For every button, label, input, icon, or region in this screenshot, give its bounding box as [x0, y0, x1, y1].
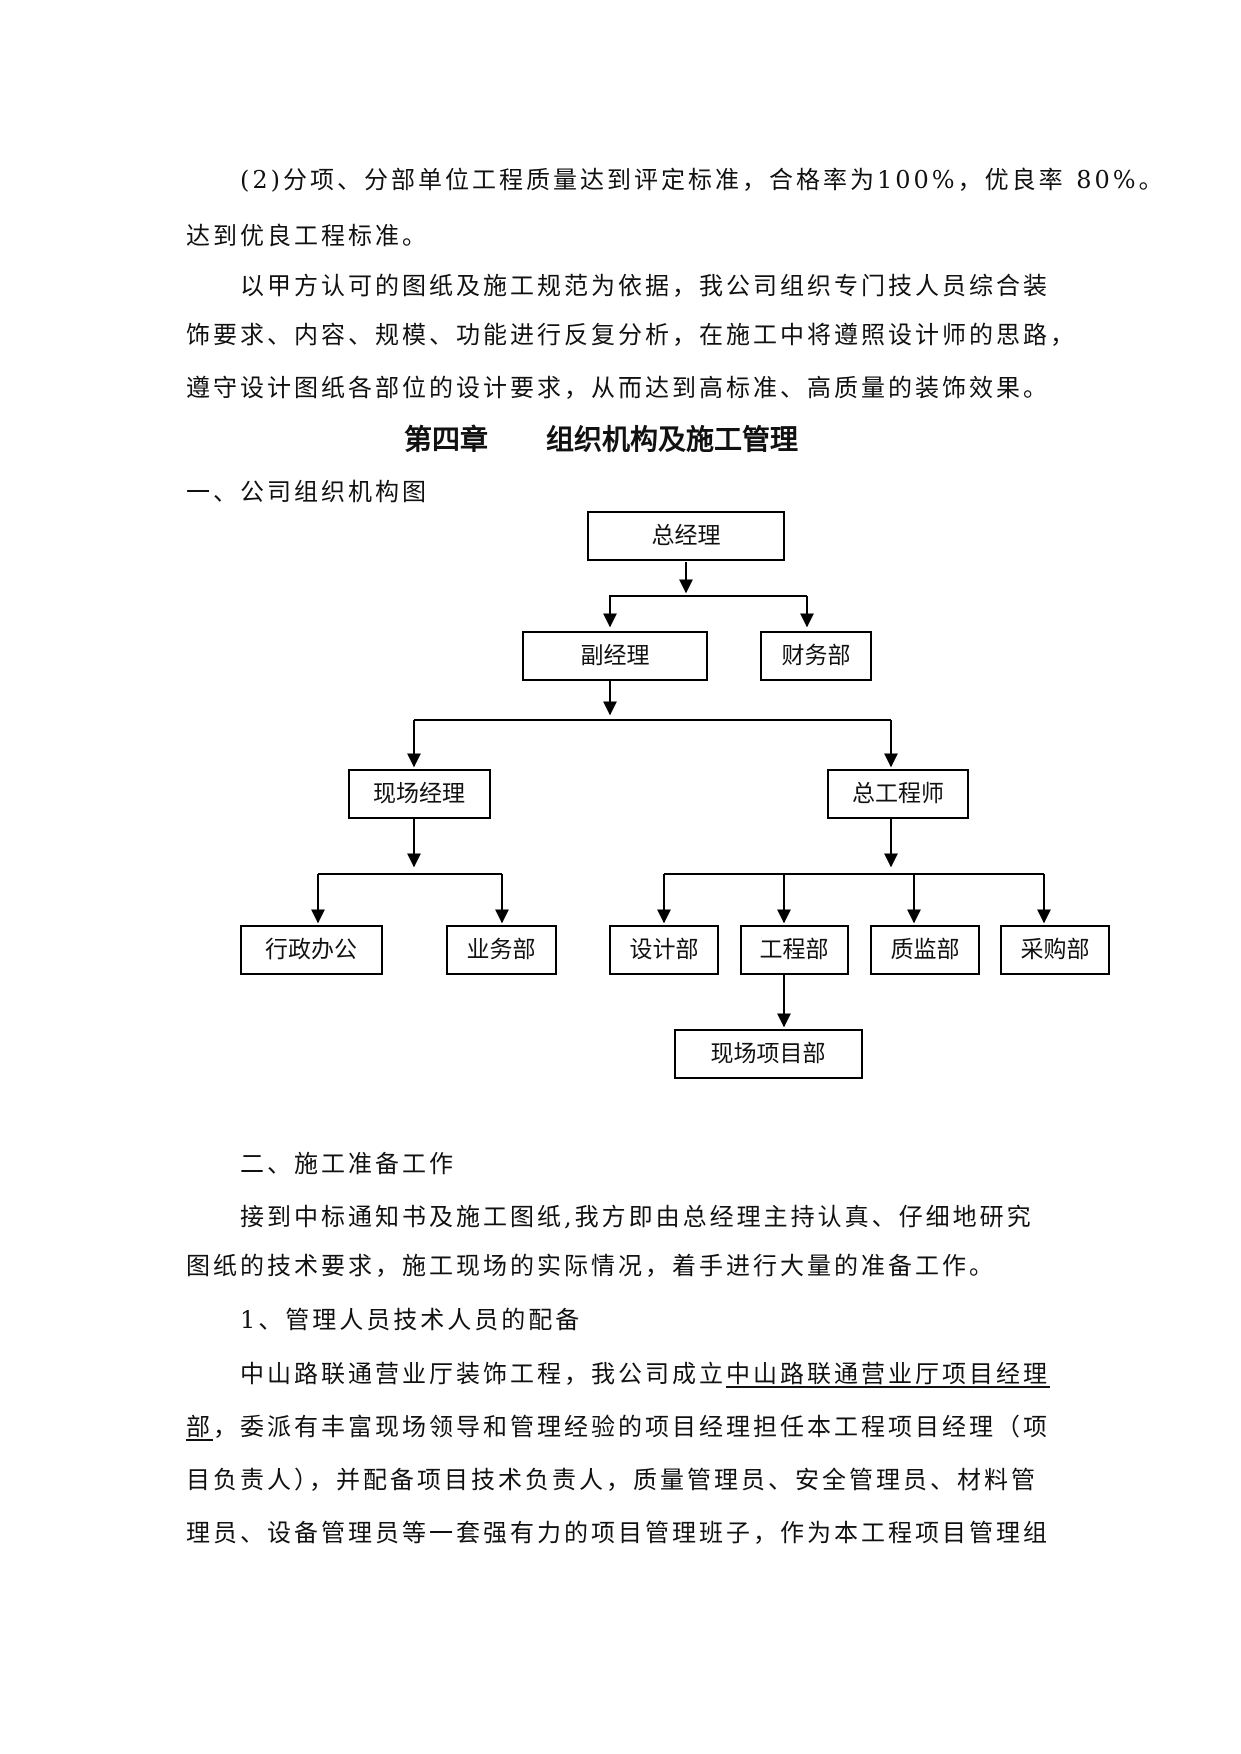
svg-text:总经理: 总经理 — [652, 523, 721, 549]
paragraph-line: 图纸的技术要求，施工现场的实际情况，着手进行大量的准备工作。 — [186, 1252, 996, 1280]
paragraph-line: 接到中标通知书及施工图纸,我方即由总经理主持认真、仔细地研究 — [240, 1203, 1034, 1231]
svg-text:行政办公: 行政办公 — [265, 937, 357, 963]
connectors — [311, 562, 1051, 1028]
svg-text:现场经理: 现场经理 — [373, 781, 465, 807]
chapter-title: 组织机构及施工管理 — [546, 423, 799, 456]
svg-text:采购部: 采购部 — [1021, 937, 1090, 963]
paragraph-line: 以甲方认可的图纸及施工规范为依据，我公司组织专门技人员综合装 — [240, 272, 1050, 300]
text-run: 中山路联通营业厅装饰工程，我公司成立 — [240, 1360, 726, 1388]
subsection-heading: 1、管理人员技术人员的配备 — [240, 1306, 583, 1334]
org-node-design-dept: 设计部 — [609, 925, 719, 975]
underlined-text: 中山路联通营业厅项目经理 — [726, 1360, 1050, 1388]
org-node-deputy-manager: 副经理 — [522, 631, 708, 681]
org-node-site-manager: 现场经理 — [348, 769, 491, 819]
org-node-finance-dept: 财务部 — [760, 631, 872, 681]
org-node-admin-office: 行政办公 — [240, 925, 383, 975]
chapter-number: 第四章 — [404, 423, 489, 456]
paragraph-line: 理员、设备管理员等一套强有力的项目管理班子，作为本工程项目管理组 — [186, 1519, 1050, 1547]
paragraph-line: 部，委派有丰富现场领导和管理经验的项目经理担任本工程项目经理（项 — [186, 1411, 1050, 1443]
connector — [609, 595, 807, 626]
svg-text:副经理: 副经理 — [581, 643, 650, 669]
text-run: ，委派有丰富现场领导和管理经验的项目经理担任本工程项目经理（项 — [213, 1413, 1050, 1441]
section-heading: 二、施工准备工作 — [240, 1150, 456, 1178]
org-node-site-project-dept: 现场项目部 — [674, 1029, 863, 1079]
paragraph-line: 达到优良工程标准。 — [186, 222, 429, 250]
svg-text:设计部: 设计部 — [630, 937, 699, 963]
underlined-text: 部 — [186, 1413, 213, 1441]
svg-text:工程部: 工程部 — [760, 937, 829, 963]
org-node-quality-dept: 质监部 — [870, 925, 980, 975]
paragraph-line: 遵守设计图纸各部位的设计要求，从而达到高标准、高质量的装饰效果。 — [186, 374, 1050, 402]
org-node-purchasing-dept: 采购部 — [1000, 925, 1110, 975]
paragraph-line: (2)分项、分部单位工程质量达到评定标准，合格率为100%，优良率 80%。 — [240, 166, 1166, 194]
paragraph-line: 目负责人），并配备项目技术负责人，质量管理员、安全管理员、材料管 — [186, 1466, 1038, 1494]
org-node-chief-engineer: 总工程师 — [827, 769, 969, 819]
paragraph-line: 饰要求、内容、规模、功能进行反复分析，在施工中将遵照设计师的思路， — [186, 321, 1077, 349]
paragraph-line: 中山路联通营业厅装饰工程，我公司成立中山路联通营业厅项目经理 — [240, 1358, 1050, 1390]
org-node-general-manager: 总经理 — [587, 511, 785, 561]
svg-text:质监部: 质监部 — [891, 937, 960, 963]
org-node-engineering-dept: 工程部 — [740, 925, 849, 975]
svg-text:现场项目部: 现场项目部 — [711, 1041, 826, 1067]
svg-text:总工程师: 总工程师 — [852, 781, 944, 807]
svg-text:业务部: 业务部 — [467, 937, 536, 963]
section-heading: 一、公司组织机构图 — [186, 478, 429, 506]
org-node-business-dept: 业务部 — [446, 925, 557, 975]
svg-text:财务部: 财务部 — [782, 643, 851, 669]
